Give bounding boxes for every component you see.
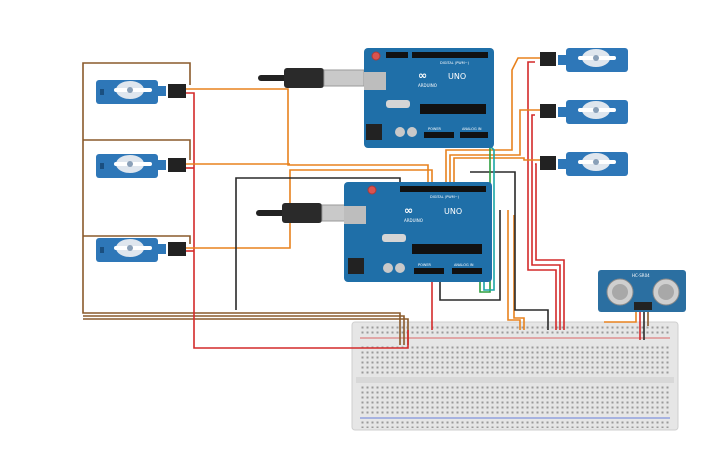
servo-motor[interactable]: [540, 152, 628, 176]
servo-motor[interactable]: [540, 100, 628, 124]
ultrasonic-sensor[interactable]: HC-SR04: [598, 270, 686, 312]
arduino-model: UNO: [448, 72, 466, 81]
wire-brown-servo3: [83, 235, 191, 244]
arduino-brand: ARDUINO: [404, 218, 423, 223]
servo-motor[interactable]: [540, 48, 628, 72]
arduino-logo: ∞: [404, 204, 413, 217]
wire-brown-servo2: [83, 139, 191, 160]
breadboard-top-rail: [360, 326, 670, 336]
servo-motor[interactable]: [96, 238, 186, 262]
arduino-uno-board[interactable]: ∞ UNO ARDUINO DIGITAL (PWM~) POWER ANALO…: [364, 48, 494, 148]
arduino-digital-label: DIGITAL (PWM~): [440, 61, 470, 65]
arduino-analog-label: ANALOG IN: [462, 127, 482, 131]
arduino-logo: ∞: [418, 69, 427, 82]
arduino-brand: ARDUINO: [418, 83, 437, 88]
wire-red-right-servos: [527, 61, 557, 330]
servo-motor[interactable]: [96, 80, 186, 104]
wires: [82, 57, 649, 349]
wire-orange-servo1: [186, 88, 429, 185]
arduino-model: UNO: [444, 207, 462, 216]
breadboard-bottom-rail: [360, 420, 670, 428]
arduino-digital-label: DIGITAL (PWM~): [430, 195, 460, 199]
usb-cable-top: [258, 68, 365, 88]
arduino-analog-label: ANALOG IN: [454, 263, 474, 267]
wire-orange-servo3: [186, 169, 433, 249]
wire-red-servos: [186, 92, 409, 349]
wire-orange-right1: [445, 57, 542, 185]
breadboard-lower-terminals: [360, 386, 670, 416]
arduino-power-label: POWER: [428, 127, 442, 131]
arduino-uno-board[interactable]: ∞ UNO ARDUINO DIGITAL (PWM~) POWER ANALO…: [344, 182, 492, 282]
breadboard-upper-terminals: [360, 344, 670, 374]
arduino-power-label: POWER: [418, 263, 432, 267]
servo-motor[interactable]: [96, 154, 186, 178]
breadboard: [351, 321, 679, 431]
sensor-label: HC-SR04: [632, 273, 650, 278]
